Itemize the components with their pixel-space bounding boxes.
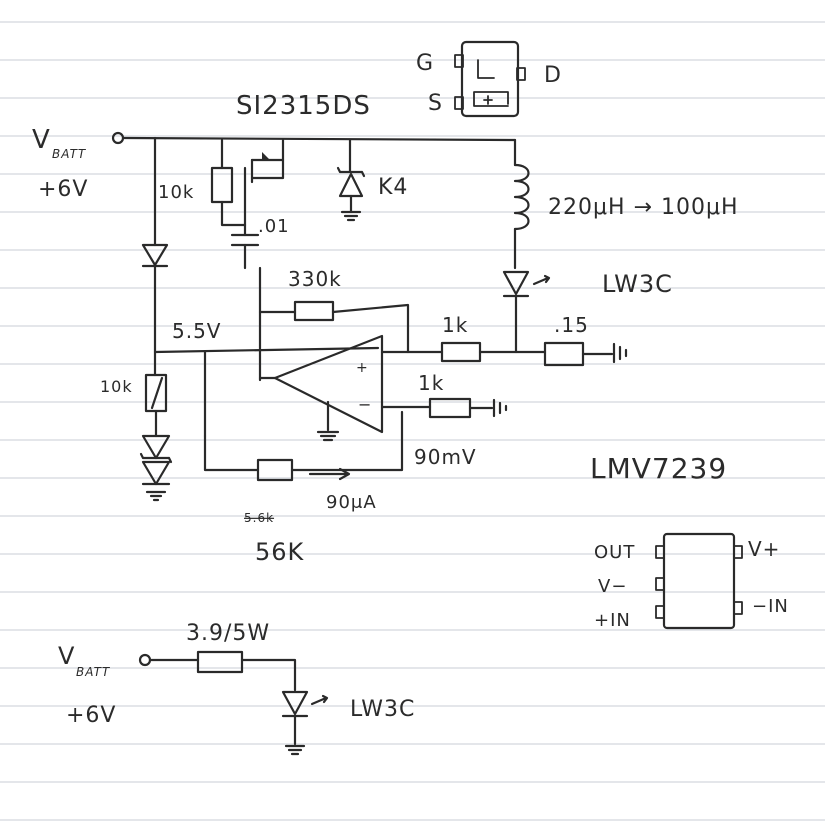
cap-01-label: .01 bbox=[258, 216, 290, 237]
inductor: 220μH → 100μH bbox=[513, 138, 738, 270]
zener-reference: 10k bbox=[100, 373, 173, 502]
vbatt-label: V bbox=[32, 125, 51, 155]
pin-d-label: D bbox=[544, 63, 562, 88]
resistor-sense: .15 bbox=[543, 313, 628, 367]
opamp-pinout: LMV7239 OUT V− +IN V+ −IN bbox=[590, 452, 789, 631]
resistor-1k-out: 1k bbox=[380, 313, 547, 363]
supply-5v5: 5.5V bbox=[153, 319, 380, 438]
diode-k4: K4 bbox=[336, 138, 408, 222]
vbatt-subscript: BATT bbox=[52, 147, 87, 161]
pin-g-label: G bbox=[416, 51, 434, 76]
r56k-label: 56K bbox=[255, 538, 305, 566]
pin-s-label: S bbox=[428, 91, 443, 116]
pin-plus-in-label: +IN bbox=[594, 610, 631, 631]
opamp-minus-label: − bbox=[358, 395, 372, 414]
diode-left bbox=[141, 243, 169, 267]
v90mv-label: 90mV bbox=[414, 445, 477, 469]
capacitor-01: .01 bbox=[230, 216, 290, 270]
r10k-top-label: 10k bbox=[158, 182, 194, 203]
opamp-plus-label: + bbox=[356, 360, 369, 376]
pin-minus-in-label: −IN bbox=[752, 596, 789, 617]
resistor-330k: 330k bbox=[258, 266, 410, 382]
r1k-out-label: 1k bbox=[442, 313, 468, 337]
led-lw3c: LW3C bbox=[502, 270, 673, 354]
r56k-strike-label: 5.6k bbox=[244, 511, 274, 525]
p-mosfet-symbol bbox=[243, 138, 285, 227]
vbatt2-label: V bbox=[58, 642, 75, 670]
vbatt-voltage-label: +6V bbox=[38, 177, 88, 202]
pin-vplus-label: V+ bbox=[748, 537, 780, 561]
node-5v5-label: 5.5V bbox=[172, 319, 222, 343]
r10k-zener-label: 10k bbox=[100, 377, 133, 396]
opamp-symbol: + − bbox=[258, 334, 384, 442]
led2-lw3c-label: LW3C bbox=[350, 697, 415, 722]
inductor-value-label: 220μH → 100μH bbox=[548, 195, 738, 220]
left-branch bbox=[141, 136, 169, 377]
r330k-label: 330k bbox=[288, 267, 342, 291]
diode-k4-label: K4 bbox=[378, 175, 408, 200]
r-sense-label: .15 bbox=[554, 313, 589, 337]
resistor-56k: 5.6k 56K 90mV 90μA bbox=[203, 410, 477, 566]
vbatt-input-top: V BATT +6V bbox=[32, 125, 125, 202]
r3v9-label: 3.9/5W bbox=[186, 621, 270, 646]
opamp-part-label: LMV7239 bbox=[590, 452, 727, 485]
r1k-in-label: 1k bbox=[418, 371, 444, 395]
vbatt2-voltage-label: +6V bbox=[66, 703, 116, 728]
pin-vminus-label: V− bbox=[598, 576, 627, 597]
resistor-1k-in: 1k bbox=[380, 371, 508, 419]
pin-out-label: OUT bbox=[594, 542, 635, 563]
vbatt2-subscript: BATT bbox=[76, 665, 111, 679]
mosfet-part-label: SI2315DS bbox=[236, 91, 371, 121]
vbatt-terminal bbox=[111, 131, 125, 145]
i90ua-label: 90μA bbox=[326, 492, 377, 513]
simple-led-circuit: V BATT +6V 3.9/5W LW3C bbox=[58, 621, 415, 756]
led-lw3c-label: LW3C bbox=[602, 270, 673, 298]
notebook-ruling bbox=[0, 21, 825, 821]
resistor-10k-top: 10k bbox=[158, 138, 247, 227]
mosfet-package-sketch: G S D bbox=[416, 40, 562, 118]
top-rail-wire bbox=[121, 136, 517, 142]
